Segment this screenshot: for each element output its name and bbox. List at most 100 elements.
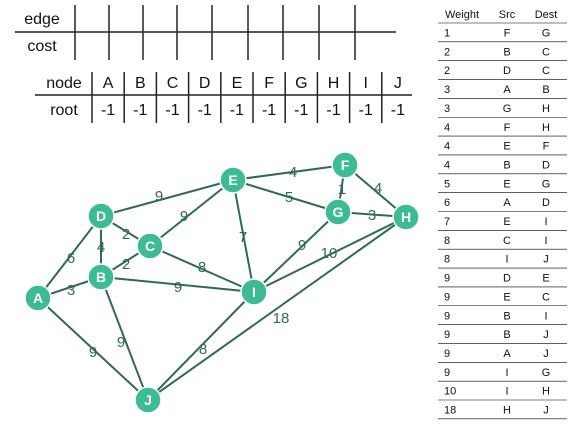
node-label-G: G (333, 204, 344, 220)
node-G: G (324, 198, 352, 226)
node-circle-E (219, 166, 247, 194)
node-label-F: F (341, 157, 350, 173)
edge-C-I (149, 245, 255, 293)
edge-weight-F-H: 4 (374, 180, 382, 197)
uf-root-G: -1 (294, 102, 308, 119)
row-dest: H (542, 103, 550, 115)
row-dest: C (542, 46, 550, 58)
row-weight: 9 (444, 310, 450, 322)
uf-root-F: -1 (262, 102, 276, 119)
uf-node-A: A (103, 75, 114, 92)
node-label-E: E (228, 172, 237, 188)
node-label-C: C (145, 238, 155, 254)
node-row-label: node (46, 75, 82, 92)
row-dest: H (542, 386, 550, 398)
node-E: E (219, 166, 247, 194)
edge-weight-A-J: 9 (89, 344, 97, 361)
uf-node-J: J (394, 75, 402, 92)
edge-E-C (149, 179, 234, 247)
row-weight: 18 (444, 405, 456, 417)
header-src: Src (499, 9, 516, 21)
row-weight: 10 (444, 386, 456, 398)
edge-weight-F-G: 1 (338, 181, 346, 198)
row-dest: I (544, 216, 547, 228)
header-weight: Weight (445, 9, 479, 21)
row-dest: E (542, 273, 549, 285)
uf-root-B: -1 (133, 102, 147, 119)
edge-I-G (253, 211, 339, 293)
row-dest: D (542, 197, 550, 209)
row-weight: 7 (444, 216, 450, 228)
row-src: B (503, 329, 510, 341)
uf-node-G: G (295, 75, 307, 92)
node-J: J (134, 386, 162, 414)
row-src: E (503, 291, 510, 303)
weight-table-row: 9 E C (444, 291, 550, 303)
row-dest: B (542, 84, 549, 96)
node-label-I: I (252, 284, 256, 300)
row-src: I (505, 386, 508, 398)
edge-I-H (253, 216, 407, 293)
row-weight: 6 (444, 197, 450, 209)
row-weight: 9 (444, 329, 450, 341)
edge-I-J (147, 291, 255, 401)
row-weight: 2 (444, 46, 450, 58)
uf-root-D: -1 (198, 102, 212, 119)
uf-root-I: -1 (359, 102, 373, 119)
row-weight: 4 (444, 141, 450, 153)
edge-B-I (100, 276, 255, 293)
node-circle-A (24, 284, 52, 312)
row-src: C (503, 235, 511, 247)
row-weight: 3 (444, 84, 450, 96)
row-weight: 1 (444, 28, 450, 40)
row-weight: 9 (444, 291, 450, 303)
edge-weight-D-C: 2 (122, 226, 130, 243)
node-circle-J (134, 386, 162, 414)
edge-E-F (232, 164, 346, 181)
edge-weight-G-H: 3 (368, 207, 376, 224)
row-dest: C (542, 291, 550, 303)
row-dest: G (542, 367, 551, 379)
uf-root-C: -1 (165, 102, 179, 119)
edge-weight-I-J: 8 (199, 341, 207, 358)
row-dest: I (544, 310, 547, 322)
node-label-H: H (401, 209, 411, 225)
node-I: I (240, 278, 268, 306)
row-weight: 9 (444, 273, 450, 285)
edge-weight-B-D: 4 (97, 239, 105, 256)
row-src: F (504, 122, 511, 134)
row-weight: 9 (444, 348, 450, 360)
uf-node-F: F (264, 75, 274, 92)
edge-weight-E-C: 9 (180, 208, 188, 225)
node-F: F (331, 151, 359, 179)
edge-A-J (37, 297, 149, 401)
node-circle-B (87, 263, 115, 291)
node-label-A: A (33, 290, 43, 306)
row-weight: 9 (444, 367, 450, 379)
edge-weight-B-C: 2 (122, 256, 130, 273)
uf-root-E: -1 (230, 102, 244, 119)
edge-row-label: edge (24, 11, 60, 28)
row-src: I (505, 254, 508, 266)
row-dest: J (543, 348, 549, 360)
row-weight: 8 (444, 254, 450, 266)
uf-node-B: B (135, 75, 146, 92)
row-weight: 4 (444, 122, 450, 134)
cost-row-label: cost (27, 38, 57, 55)
edge-weight-E-F: 4 (289, 164, 297, 181)
edge-H-J (147, 216, 407, 401)
